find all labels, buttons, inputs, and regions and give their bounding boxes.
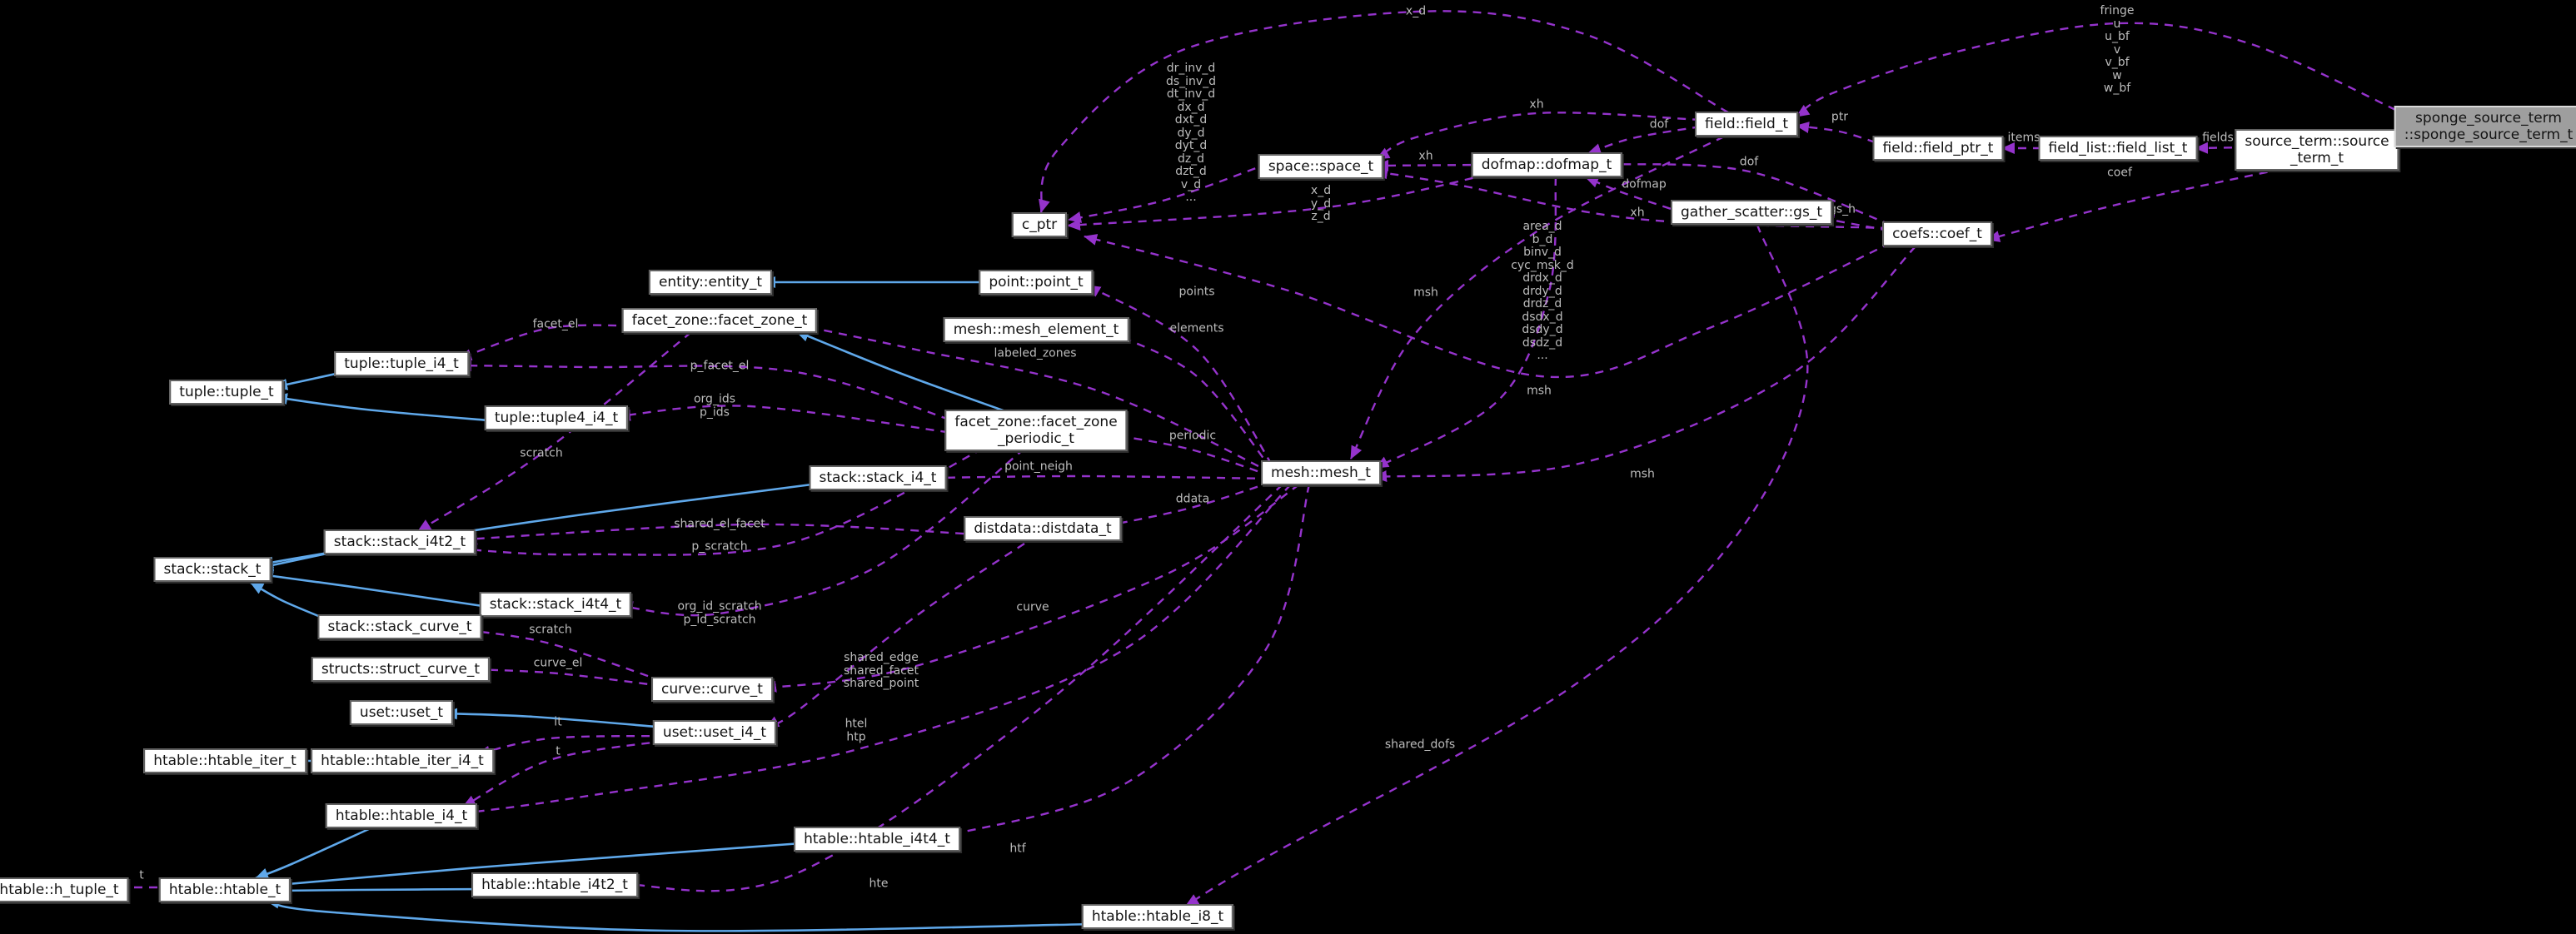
node-mesh-mesh-element-t[interactable]: mesh::mesh_element_t (943, 317, 1129, 342)
node-uset-uset-t[interactable]: uset::uset_t (349, 700, 454, 725)
node-htable-htable-i4t2-t[interactable]: htable::htable_i4t2_t (471, 872, 638, 897)
node-stack-stack-i4t4-t[interactable]: stack::stack_i4t4_t (479, 592, 632, 617)
edge-stack-i4-to-stack (260, 481, 825, 569)
node-htable-htable-t[interactable]: htable::htable_t (158, 877, 291, 902)
node-stack-stack-t[interactable]: stack::stack_t (153, 557, 272, 582)
node-htable-htable-i4t4-t[interactable]: htable::htable_i4t4_t (794, 827, 960, 852)
edge-field-ptr-to-field (1796, 122, 1876, 144)
node-facet-zone-facet-zone-periodic-t[interactable]: facet_zone::facet_zone _periodic_t (944, 410, 1128, 451)
edge-tuple4-i4-to-tuple (274, 393, 499, 423)
node-stack-stack-i4t2-t[interactable]: stack::stack_i4t2_t (323, 529, 476, 554)
node-stack-stack-curve-t[interactable]: stack::stack_curve_t (317, 614, 482, 639)
node-space-space-t[interactable]: space::space_t (1258, 154, 1384, 179)
node-field-field-t[interactable]: field::field_t (1695, 112, 1798, 137)
node-entity-entity-t[interactable]: entity::entity_t (648, 270, 773, 295)
edge-htable-i4t2-to-htable (277, 884, 491, 897)
edge-curve-to-struct-curve (474, 663, 663, 688)
edge-htable-i8-to-htable (266, 897, 1099, 932)
edge-periodic-to-tuple-i4 (458, 360, 964, 426)
node-curve-curve-t[interactable]: curve::curve_t (651, 677, 773, 702)
edge-mesh-to-htable-i4 (462, 484, 1292, 817)
edge-mesh-to-distdata (1109, 480, 1273, 529)
edge-facet-zone-to-tuple-i4 (458, 324, 647, 360)
node-field-list-field-list-t[interactable]: field_list::field_list_t (2038, 136, 2198, 161)
edge-coef-to-gs (1821, 214, 1890, 232)
node-point-point-t[interactable]: point::point_t (979, 270, 1094, 295)
edge-coef-to-mesh (1373, 246, 1916, 482)
node-field-field-ptr-t[interactable]: field::field_ptr_t (1872, 136, 2004, 161)
edge-source-term-to-coef (1986, 167, 2283, 242)
edge-periodic-to-tuple4-i4 (617, 405, 964, 436)
edge-mesh-to-facet-zone (795, 321, 1273, 474)
edge-coef-to-cptr (1084, 234, 1891, 379)
edge-periodic-to-stack-i4t4 (620, 448, 1025, 617)
edge-facet-zone-to-stack-i4t2 (417, 331, 692, 533)
node-source-term-source-term-t[interactable]: source_term::source _term_t (2235, 129, 2399, 171)
edge-sponge-to-field (1796, 22, 2410, 118)
edge-distdata-to-uset-i4 (765, 543, 1025, 729)
edge-space-to-cptr (1068, 161, 1270, 223)
edge-mesh-to-stack-i4 (934, 471, 1271, 484)
edge-dofmap-to-space (1375, 159, 1487, 171)
node-htable-htable-i4-t[interactable]: htable::htable_i4_t (325, 803, 478, 828)
edge-distdata-to-stack-i4t2 (464, 523, 979, 545)
node-distdata-distdata-t[interactable]: distdata::distdata_t (964, 516, 1122, 541)
edge-uset-i4-to-uset (444, 708, 667, 729)
edge-field-to-dofmap (1587, 125, 1702, 155)
node-tuple-tuple4-i4-t[interactable]: tuple::tuple4_i4_t (484, 405, 629, 430)
node-mesh-mesh-t[interactable]: mesh::mesh_t (1261, 460, 1381, 485)
edge-htable-i4t4-to-htable (277, 841, 814, 890)
node-tuple-tuple-t[interactable]: tuple::tuple_t (169, 380, 284, 405)
node-c-ptr[interactable]: c_ptr (1011, 212, 1068, 237)
edge-dofmap-to-mesh (1375, 176, 1557, 469)
node-gather-scatter-gs-t[interactable]: gather_scatter::gs_t (1671, 200, 1832, 225)
edge-periodic-to-facet-zone (795, 330, 1009, 414)
node-uset-uset-i4-t[interactable]: uset::uset_i4_t (652, 720, 777, 745)
edge-mesh-to-point (1087, 284, 1273, 465)
edge-mesh-to-mesh-element (1109, 330, 1273, 470)
edge-stack-i4t4-to-stack (260, 570, 495, 609)
node-htable-h-tuple-t[interactable]: htable::h_tuple_t (0, 877, 129, 902)
node-stack-stack-i4-t[interactable]: stack::stack_i4_t (809, 465, 947, 490)
node-sponge-source-term-sponge-source-term-t: sponge_source_term ::sponge_source_term_… (2394, 106, 2576, 147)
node-dofmap-dofmap-t[interactable]: dofmap::dofmap_t (1471, 152, 1622, 177)
node-facet-zone-facet-zone-t[interactable]: facet_zone::facet_zone_t (621, 308, 818, 333)
edge-field-to-mesh (1349, 135, 1725, 460)
node-htable-htable-iter-i4-t[interactable]: htable::htable_iter_i4_t (311, 748, 494, 773)
node-htable-htable-i8-t[interactable]: htable::htable_i8_t (1081, 904, 1234, 929)
edge-field-to-space (1376, 112, 1702, 161)
node-htable-htable-iter-t[interactable]: htable::htable_iter_t (143, 748, 306, 773)
edge-mesh-to-curve (763, 484, 1300, 693)
edge-field-to-cptr (1039, 10, 1729, 213)
node-structs-struct-curve-t[interactable]: structs::struct_curve_t (311, 657, 491, 682)
edge-uset-i4-to-htable-iter-i4 (476, 734, 665, 758)
edge-dofmap-to-cptr (1067, 173, 1488, 231)
edge-mesh-to-htable-i4t2 (620, 484, 1283, 892)
edge-coef-to-dofmap (1607, 158, 1891, 226)
edge-htable-i4-to-htable (255, 827, 371, 880)
node-coefs-coef-t[interactable]: coefs::coef_t (1882, 221, 1992, 246)
edge-coef-to-space (1374, 167, 1890, 230)
node-tuple-tuple-i4-t[interactable]: tuple::tuple_i4_t (334, 351, 469, 376)
edge-mesh-to-periodic (1110, 430, 1273, 478)
edge-mesh-to-htable-i4t4 (942, 484, 1311, 839)
edge-curve-to-stack-curve (467, 626, 663, 683)
edge-gs-to-htable-i8 (1185, 224, 1809, 907)
